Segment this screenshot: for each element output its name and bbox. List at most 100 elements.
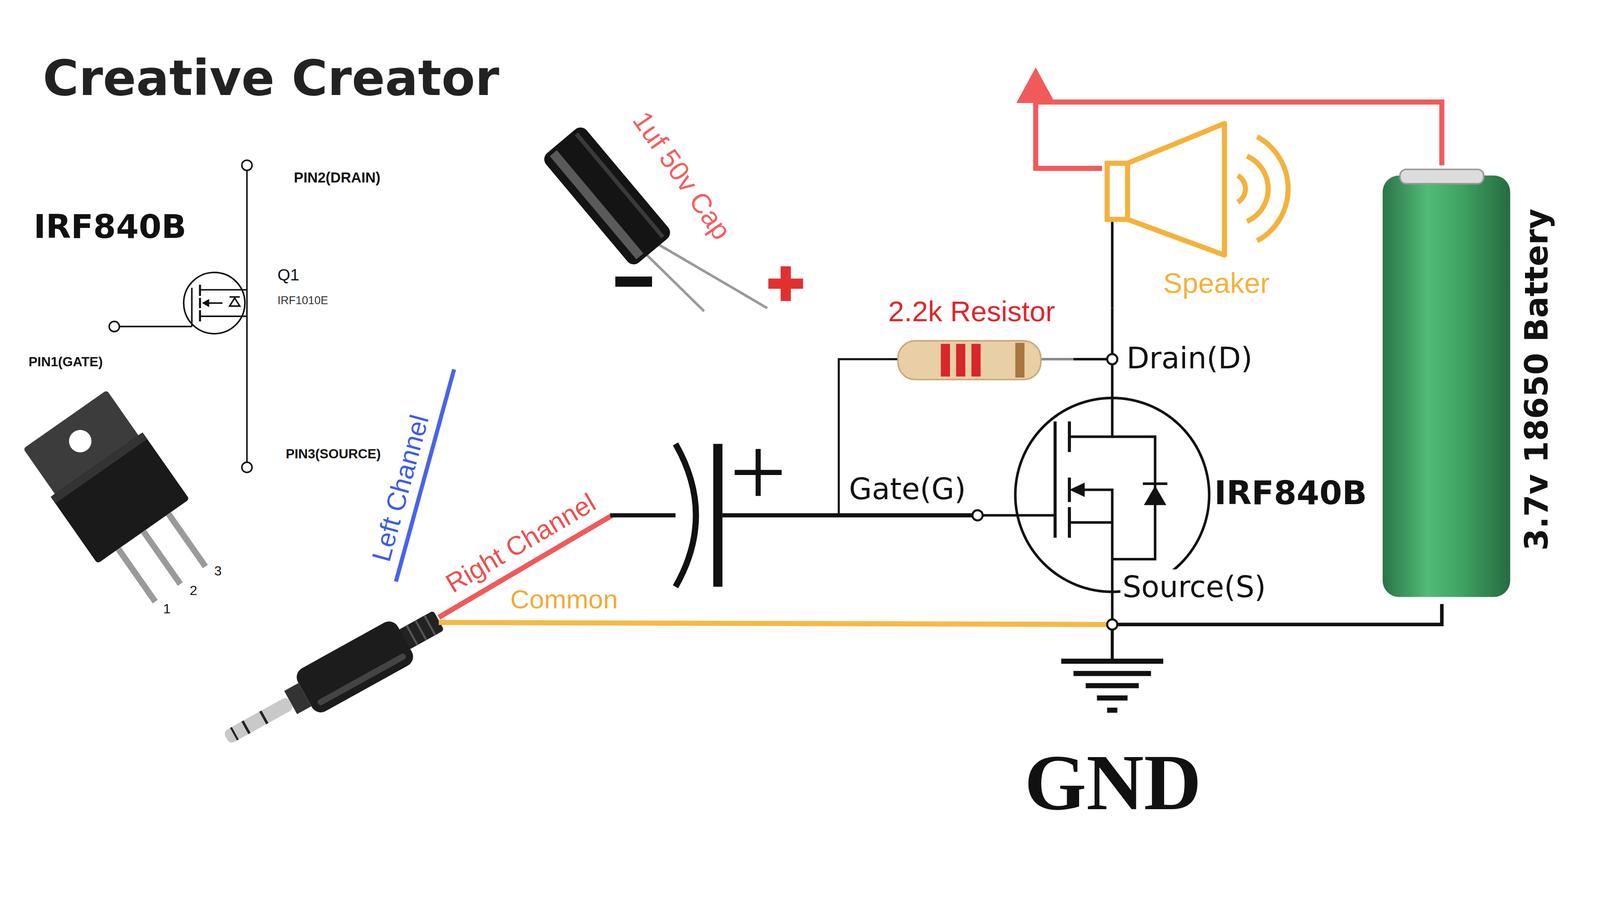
signal-name: Common bbox=[510, 583, 618, 616]
mosfet-outline bbox=[183, 272, 245, 334]
ground-bar bbox=[1107, 707, 1118, 713]
ground-label: GND bbox=[1024, 736, 1202, 829]
package-body bbox=[50, 432, 190, 564]
package-leg bbox=[115, 547, 158, 604]
channel bbox=[1067, 421, 1071, 452]
gate-plate bbox=[1053, 421, 1057, 538]
capacitor-stripe bbox=[549, 150, 644, 260]
capacitor-lead bbox=[659, 245, 768, 309]
pin-name: PIN3(SOURCE) bbox=[285, 445, 381, 462]
wire bbox=[722, 513, 973, 518]
wire bbox=[610, 513, 676, 518]
arrow-head bbox=[202, 299, 210, 308]
arrow-head bbox=[1069, 482, 1085, 497]
pin-wire bbox=[200, 315, 248, 318]
minus-mark bbox=[615, 276, 653, 287]
channel bbox=[1067, 477, 1071, 503]
resistor-band bbox=[1015, 342, 1025, 378]
drain-wire bbox=[1069, 364, 1113, 437]
pin-number: 3 bbox=[214, 563, 222, 579]
wire bbox=[1112, 604, 1442, 625]
tab-hole bbox=[64, 425, 96, 457]
battery-box: 3.7v 18650 Battery bbox=[1379, 165, 1567, 605]
resistor-band bbox=[940, 343, 950, 377]
diode-symbol bbox=[1143, 485, 1167, 506]
plus-sign bbox=[755, 449, 761, 497]
pin-dot bbox=[241, 462, 252, 473]
pin-name: Drain(D) bbox=[1124, 340, 1255, 376]
rib bbox=[406, 625, 418, 645]
source-wire bbox=[1069, 521, 1113, 524]
ground-stem bbox=[1110, 629, 1114, 662]
plug-ring bbox=[242, 720, 250, 734]
sound-wave bbox=[1237, 175, 1246, 203]
sound-wave bbox=[1247, 156, 1269, 222]
node-label: 3.7v 18650 Battery bbox=[1517, 208, 1555, 551]
battery-cap bbox=[1400, 169, 1484, 184]
pin-dot bbox=[241, 160, 252, 170]
pin-name: PIN1(GATE) bbox=[28, 354, 103, 370]
ground-bar bbox=[1073, 670, 1151, 676]
package-leg bbox=[165, 512, 208, 569]
sound-wave bbox=[1257, 136, 1288, 241]
diode-bar bbox=[1142, 482, 1168, 485]
signal-name: Right Channel bbox=[440, 486, 601, 600]
jack-shine bbox=[316, 652, 408, 707]
audio-jack bbox=[214, 599, 451, 760]
pin-name: PIN2(DRAIN) bbox=[293, 169, 381, 186]
capacitor-lead bbox=[647, 255, 705, 312]
plug-ring bbox=[260, 711, 268, 724]
speaker-cone bbox=[1127, 123, 1225, 255]
common-wire bbox=[438, 622, 1113, 625]
pin-number: 1 bbox=[163, 600, 171, 617]
source-dot bbox=[1107, 619, 1118, 630]
ground-bar bbox=[1097, 695, 1128, 701]
plug-ring bbox=[230, 727, 238, 740]
diode-bar bbox=[229, 296, 240, 298]
speaker-box: Speaker bbox=[1102, 114, 1296, 308]
part-ref: Q1 bbox=[277, 266, 300, 285]
resistor-band bbox=[956, 343, 966, 377]
pin-dot bbox=[109, 321, 120, 332]
rib bbox=[424, 615, 436, 635]
part-name: IRF840B bbox=[33, 207, 187, 246]
wire bbox=[1110, 219, 1114, 309]
to220-package bbox=[19, 387, 227, 617]
ground-bar bbox=[1085, 683, 1139, 689]
arrow-head bbox=[1016, 67, 1055, 104]
pin-wire bbox=[200, 289, 248, 291]
capacitor-plate bbox=[713, 443, 723, 587]
ground-bar bbox=[1061, 658, 1164, 664]
resistor-lead bbox=[1036, 357, 1076, 361]
speaker-magnet bbox=[1107, 163, 1128, 220]
jack-plug bbox=[222, 696, 295, 745]
wire bbox=[1035, 102, 1443, 169]
pin-number: 2 bbox=[190, 582, 198, 598]
battery-body bbox=[1382, 175, 1510, 597]
capacitor-plate-curved bbox=[675, 443, 696, 587]
package-leg bbox=[140, 529, 183, 586]
wire bbox=[1110, 308, 1114, 360]
gate-plate bbox=[191, 287, 193, 327]
diode-symbol bbox=[229, 297, 240, 307]
pin-name: Gate(G) bbox=[849, 471, 967, 506]
title: Creative Creator bbox=[42, 49, 500, 107]
plus-mark bbox=[780, 266, 791, 301]
node-label: Speaker bbox=[1163, 267, 1270, 300]
ground-symbol bbox=[1061, 629, 1164, 710]
node-label: 2.2k Resistor bbox=[888, 295, 1055, 329]
pin-wire bbox=[119, 325, 193, 328]
source-wire bbox=[1079, 490, 1113, 620]
channel bbox=[1067, 507, 1071, 538]
package-highlight bbox=[50, 432, 148, 504]
gate-dot bbox=[972, 510, 983, 520]
signal-name: Left Channel bbox=[365, 410, 436, 565]
drain-dot bbox=[1107, 354, 1118, 365]
resistor-band bbox=[971, 343, 981, 377]
node-label: IRF840B bbox=[1214, 473, 1367, 513]
part-name: 1uf 50v Cap bbox=[625, 105, 738, 246]
